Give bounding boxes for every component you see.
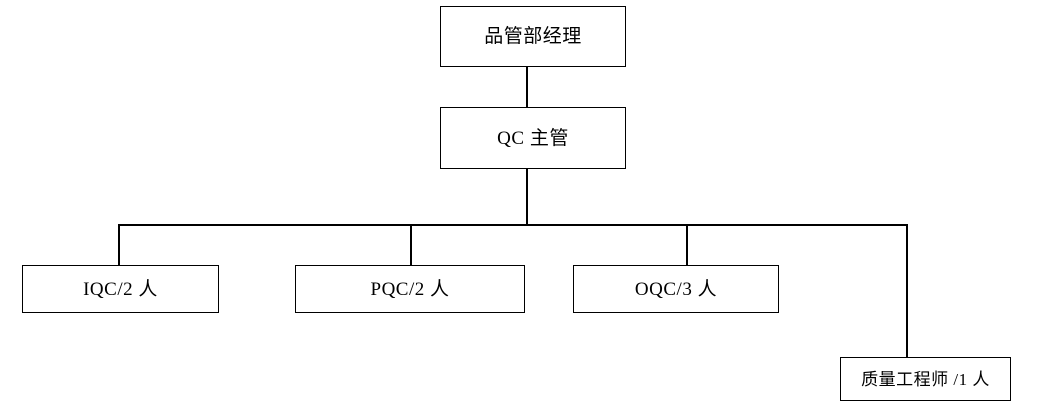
org-node-supervisor: QC 主管: [440, 107, 626, 169]
org-node-oqc-label: OQC/3 人: [634, 278, 718, 300]
connector-drop-quality-engineer: [906, 224, 908, 358]
connector-drop-oqc: [686, 224, 688, 266]
connector-horizontal-bus: [118, 224, 908, 226]
connector-supervisor-stem: [526, 168, 528, 225]
org-node-oqc: OQC/3 人: [573, 265, 779, 313]
org-node-pqc-label: PQC/2 人: [370, 278, 450, 300]
connector-manager-to-supervisor: [526, 66, 528, 108]
org-node-supervisor-label: QC 主管: [497, 127, 569, 149]
org-node-quality-engineer-label: 质量工程师 /1 人: [861, 369, 990, 389]
connector-drop-pqc: [410, 224, 412, 266]
org-node-iqc-label: IQC/2 人: [83, 278, 158, 300]
connector-drop-iqc: [118, 224, 120, 266]
org-node-manager-label: 品管部经理: [484, 26, 582, 47]
org-node-manager: 品管部经理: [440, 6, 626, 67]
org-node-pqc: PQC/2 人: [295, 265, 525, 313]
org-node-iqc: IQC/2 人: [22, 265, 219, 313]
org-node-quality-engineer: 质量工程师 /1 人: [840, 357, 1011, 401]
